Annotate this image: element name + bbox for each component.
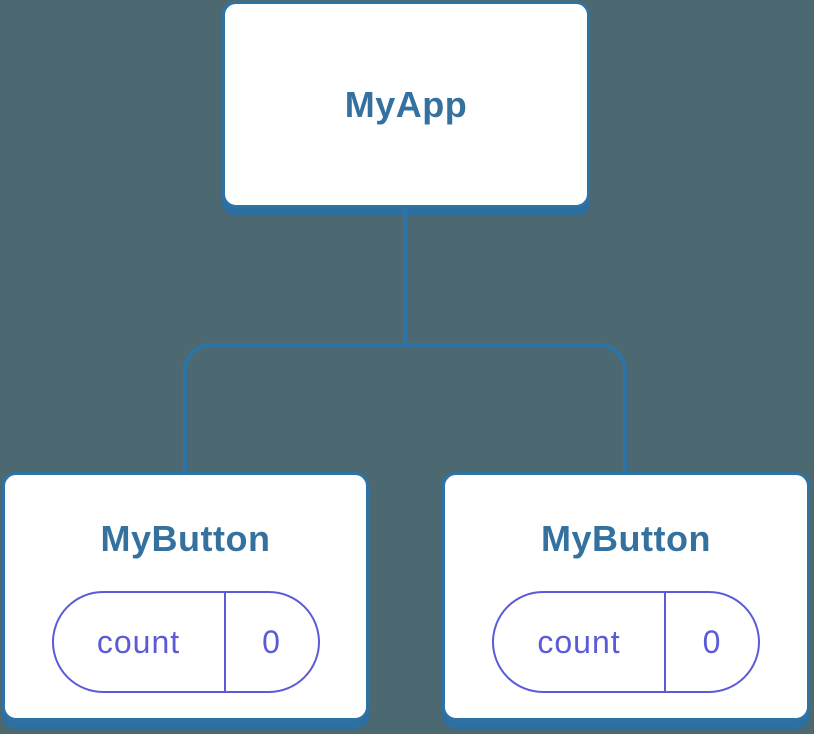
connector-stem-line: [403, 208, 407, 345]
node-myapp: MyApp: [222, 1, 590, 208]
state-pill-left: count 0: [51, 591, 320, 693]
state-name-label: count: [537, 623, 621, 660]
state-value-label: 0: [702, 623, 722, 660]
state-value-label: 0: [262, 623, 281, 660]
connector-branch-bracket: [183, 343, 627, 473]
node-mybutton-left: MyButton count 0: [2, 472, 369, 721]
state-name-segment: count: [494, 593, 666, 691]
node-mybutton-left-label: MyButton: [100, 518, 271, 559]
state-value-segment: 0: [666, 593, 758, 691]
state-value-segment: 0: [226, 593, 318, 691]
state-name-label: count: [96, 623, 181, 660]
node-mybutton-right-label: MyButton: [541, 518, 711, 559]
node-mybutton-right: MyButton count 0: [442, 472, 810, 721]
state-name-segment: count: [54, 593, 226, 691]
state-pill-right: count 0: [492, 591, 760, 693]
node-myapp-label: MyApp: [344, 83, 468, 125]
